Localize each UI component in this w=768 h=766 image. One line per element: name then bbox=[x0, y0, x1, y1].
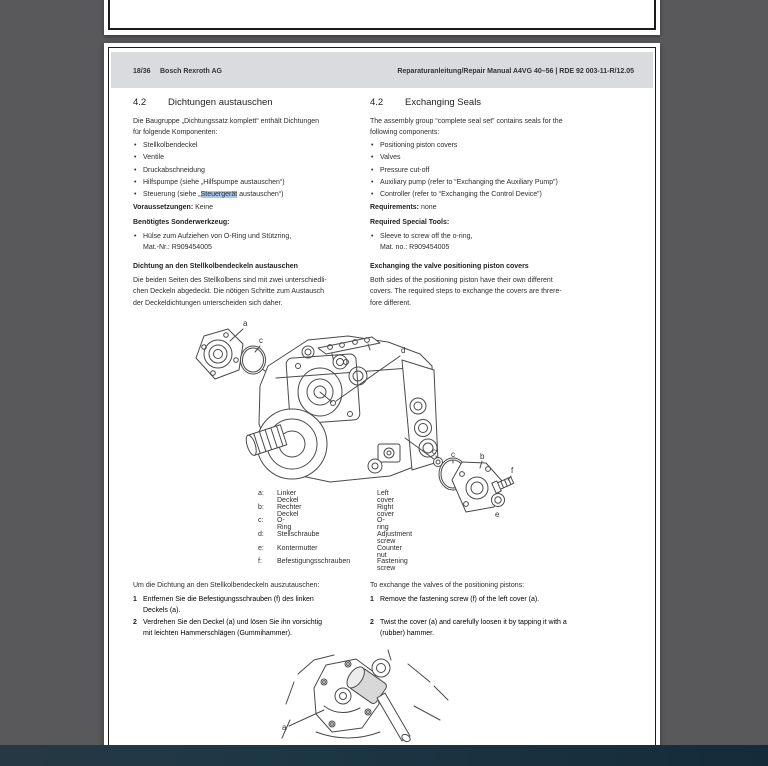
list-item: Druckabschneidung bbox=[133, 165, 365, 178]
legend-en: Adjustment screw bbox=[377, 531, 413, 546]
section-heading-de: 4.2 Dichtungen austauschen bbox=[133, 97, 365, 109]
steps-intro-de: Um die Dichtung an den Stellkolbendeckel… bbox=[133, 582, 320, 589]
legend-de: Rechter Deckel bbox=[277, 503, 302, 518]
manual-page: 18/36 Bosch Rexroth AG Reparaturanleitun… bbox=[104, 43, 660, 757]
legend-key: d: bbox=[258, 531, 264, 539]
legend-de: Linker Deckel bbox=[277, 490, 299, 504]
legend-key: a: bbox=[258, 490, 264, 497]
diagram-label-c2: c bbox=[432, 447, 436, 456]
legend-en: O-ring bbox=[377, 517, 389, 532]
step-1-de: 1 Entfernen Sie die Befestigungsschrauben… bbox=[133, 594, 365, 617]
drive-shaft-drawing bbox=[245, 424, 288, 456]
diagram-label-b: b bbox=[480, 452, 485, 461]
previous-page-edge bbox=[104, 0, 660, 35]
o-ring-left-drawing bbox=[240, 345, 266, 375]
section-number-en: 4.2 bbox=[370, 97, 384, 108]
step-2-de: 2 Verdrehen Sie den Deckel (a) und lösen … bbox=[133, 617, 365, 640]
tools-heading-de: Benötigtes Sonderwerkzeug: bbox=[133, 219, 230, 226]
list-item: Stellkolbendeckel bbox=[133, 140, 365, 153]
step-number: 1 bbox=[133, 596, 137, 603]
subsection-paragraph-de: Die beiden Seiten des Stellkolbens sind … bbox=[133, 277, 327, 307]
tool-item-en: Sleeve to screw off the o-ring, Mat. no.… bbox=[370, 232, 646, 254]
list-item: Ventile bbox=[133, 152, 365, 165]
subsection-paragraph-en: Both sides of the positioning piston hav… bbox=[370, 277, 562, 307]
intro-paragraph-de: Die Baugruppe „Dichtungssatz komplett“ e… bbox=[133, 118, 319, 136]
hammer-tap-figure: a bbox=[281, 649, 449, 743]
requirements-label-en: Requirements: bbox=[370, 204, 420, 211]
legend-en: Right cover bbox=[377, 503, 395, 518]
legend-de: O-Ring bbox=[277, 517, 292, 532]
diagram-label-c3: c bbox=[451, 450, 455, 459]
intro-paragraph-en: The assembly group “complete seal set” c… bbox=[370, 118, 563, 136]
legend-de: Befestigungsschrauben bbox=[277, 558, 351, 566]
previous-page-border bbox=[108, 0, 656, 30]
tool-list-de: Hülse zum Aufziehen von O-Ring und Stütz… bbox=[133, 232, 365, 254]
section-number-de: 4.2 bbox=[133, 97, 147, 108]
step-number: 1 bbox=[370, 596, 374, 603]
step-text: Verdrehen Sie den Deckel (a) und lösen S… bbox=[143, 619, 322, 638]
page-header-band: 18/36 Bosch Rexroth AG Reparaturanleitun… bbox=[111, 52, 653, 88]
hammer-handle-drawing bbox=[376, 692, 411, 743]
requirements-value-de: Keine bbox=[193, 204, 214, 211]
step-number: 2 bbox=[133, 619, 137, 626]
subsection-heading-en: Exchanging the valve positioning piston … bbox=[370, 263, 529, 270]
requirements-line-de: Voraussetzungen: Keine bbox=[133, 202, 365, 213]
manual-title: Reparaturanleitung/Repair Manual A4VG 40… bbox=[397, 68, 634, 75]
subsection-heading-de: Dichtung an den Stellkolbendeckeln austa… bbox=[133, 263, 298, 270]
diagram-label-e: e bbox=[495, 510, 500, 519]
legend-key: f: bbox=[258, 558, 262, 566]
legend-key: c: bbox=[258, 517, 264, 525]
pump-body-drawing bbox=[245, 335, 439, 483]
requirements-line-en: Requirements: none bbox=[370, 202, 646, 213]
list-item: Controller (refer to “Exchanging the Con… bbox=[370, 189, 646, 202]
highlight-pre-text: Steuerung (siehe „ bbox=[143, 191, 201, 199]
list-item: Valves bbox=[370, 152, 646, 165]
highlight-post-text: austauschen“) bbox=[237, 191, 284, 199]
valve-stub-drawing bbox=[371, 658, 391, 678]
legend-en: Counter nut bbox=[377, 544, 402, 559]
legend-de: Stellschraube bbox=[277, 531, 320, 539]
tool-item-de: Hülse zum Aufziehen von O-Ring und Stütz… bbox=[133, 232, 365, 254]
list-item: Auxiliary pump (refer to “Exchanging the… bbox=[370, 177, 646, 190]
section-title-en: Exchanging Seals bbox=[405, 97, 482, 108]
component-list-de: Stellkolbendeckel Ventile Druckabschneid… bbox=[133, 140, 365, 202]
legend-de: Kontermutter bbox=[277, 544, 318, 552]
step-text: Remove the fastening screw (f) of the le… bbox=[380, 596, 540, 603]
tools-heading-en: Required Special Tools: bbox=[370, 219, 450, 226]
selected-text: Steuergerät bbox=[200, 191, 238, 199]
list-item: Pressure cut-off bbox=[370, 165, 646, 178]
requirements-value-en: none bbox=[419, 204, 437, 211]
step-text: Entfernen Sie die Befestigungsschrauben … bbox=[143, 596, 314, 615]
legend-en: Fastening screw bbox=[377, 558, 408, 573]
legend-key: b: bbox=[258, 503, 264, 511]
diagram-label-c1: c bbox=[259, 336, 263, 345]
list-item: Positioning piston covers bbox=[370, 140, 646, 153]
step-2-en: 2 Twist the cover (a) and carefully loose… bbox=[370, 617, 646, 640]
legend-key: e: bbox=[258, 544, 264, 552]
viewer-bottom-bar bbox=[0, 745, 768, 766]
step-number: 2 bbox=[370, 619, 374, 626]
exploded-pump-diagram: a c d c c b f e bbox=[195, 319, 515, 519]
counter-nut-drawing bbox=[491, 493, 505, 507]
company-name: Bosch Rexroth AG bbox=[160, 68, 222, 75]
fastening-screw-drawing bbox=[491, 476, 515, 494]
legend-en: Left cover bbox=[377, 490, 395, 504]
diagram-label-d: d bbox=[401, 346, 405, 355]
requirements-label-de: Voraussetzungen: bbox=[133, 204, 194, 211]
section-heading-en: 4.2 Exchanging Seals bbox=[370, 97, 646, 109]
page-number: 18/36 bbox=[133, 68, 151, 75]
list-item: Hilfspumpe (siehe „Hilfspumpe austausche… bbox=[133, 177, 365, 190]
figure-label-a: a bbox=[282, 723, 287, 732]
step-1-en: 1 Remove the fastening screw (f) of the l… bbox=[370, 594, 646, 605]
tool-list-en: Sleeve to screw off the o-ring, Mat. no.… bbox=[370, 232, 646, 254]
steps-intro-en: To exchange the valves of the positionin… bbox=[370, 582, 525, 589]
component-list-en: Positioning piston covers Valves Pressur… bbox=[370, 140, 646, 202]
step-text: Twist the cover (a) and carefully loosen… bbox=[380, 619, 567, 638]
diagram-label-a: a bbox=[243, 319, 248, 328]
list-item-with-highlight: Steuerung (siehe „Steuergerät austausche… bbox=[133, 189, 365, 202]
diagram-label-f: f bbox=[511, 466, 514, 475]
section-title-de: Dichtungen austauschen bbox=[168, 97, 273, 108]
small-o-ring-drawing bbox=[433, 457, 443, 467]
left-cover-drawing bbox=[195, 328, 244, 380]
